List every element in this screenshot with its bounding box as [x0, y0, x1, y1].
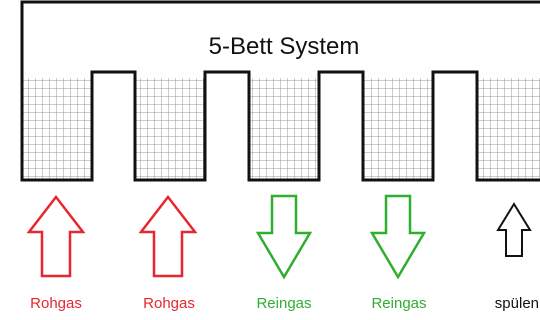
green-down-arrow-icon: [369, 194, 427, 280]
packed-bed-2: [135, 78, 205, 179]
green-down-arrow-icon: [255, 194, 313, 280]
packed-bed-5: [477, 78, 540, 179]
bed-label-5: spülen: [495, 295, 539, 312]
packed-bed-4: [363, 78, 433, 179]
packed-bed-3: [249, 78, 319, 179]
black-up-arrow-icon: [496, 202, 532, 257]
bed-label-1: Rohgas: [30, 295, 82, 312]
red-up-arrow-icon: [138, 194, 198, 278]
red-up-arrow-icon: [26, 194, 86, 278]
packed-bed-1: [22, 78, 92, 179]
flow-arrows: [26, 194, 532, 280]
vessel-outline: [20, 0, 540, 182]
diagram-title: 5-Bett System: [209, 33, 360, 60]
bed-label-3: Reingas: [256, 295, 311, 312]
bed-label-2: Rohgas: [143, 295, 195, 312]
bed-labels: Rohgas Rohgas Reingas Reingas spülen: [30, 295, 539, 312]
bed-label-4: Reingas: [371, 295, 426, 312]
packed-beds: [22, 78, 540, 179]
